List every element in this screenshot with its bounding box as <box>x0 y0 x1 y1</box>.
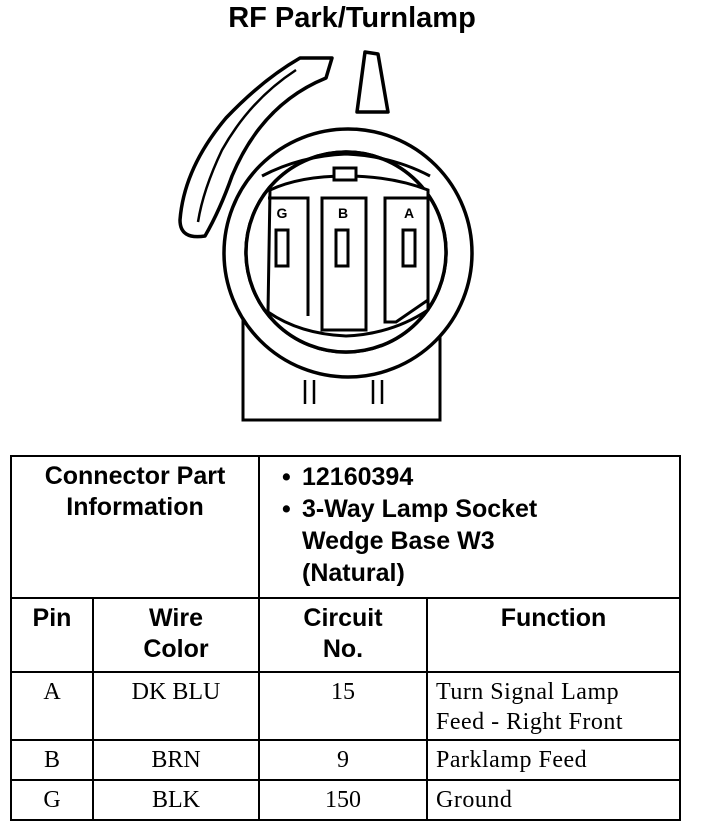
diagram-title: RF Park/Turnlamp <box>228 2 476 34</box>
terminal-cavities <box>268 196 430 332</box>
header-circuit: Circuit No. <box>258 597 428 673</box>
function-line1: Ground <box>436 787 513 813</box>
top-tab <box>355 50 390 114</box>
column-header-row: Pin Wire Color Circuit No. Function <box>10 597 682 673</box>
description-bullet: •3-Way Lamp Socket <box>282 495 538 523</box>
cell-wire-color: BRN <box>92 739 260 781</box>
part-info-label: Connector Part Information <box>10 455 260 599</box>
header-function: Function <box>425 597 682 673</box>
table-row: A DK BLU 15 Turn Signal Lamp Feed - Righ… <box>10 671 682 741</box>
connector-base <box>241 318 442 422</box>
header-wire-line1: Wire <box>149 604 203 632</box>
cell-pin: B <box>10 739 94 781</box>
part-number-bullet: •12160394 <box>282 463 414 491</box>
header-circuit-line1: Circuit <box>303 604 383 632</box>
cell-wire-color: BLK <box>92 779 260 821</box>
cell-pin: A <box>10 671 94 741</box>
function-line2: Feed - Right Front <box>436 709 623 735</box>
cell-function: Parklamp Feed <box>425 739 682 781</box>
pin-label-g: G <box>277 205 288 221</box>
cell-circuit: 9 <box>258 739 428 781</box>
latch-arm <box>178 56 334 239</box>
cell-function: Turn Signal Lamp Feed - Right Front <box>425 671 682 741</box>
part-number: 12160394 <box>302 463 414 491</box>
header-wire-color: Wire Color <box>92 597 260 673</box>
cell-function: Ground <box>425 779 682 821</box>
description-line2: Wedge Base W3 <box>302 527 495 555</box>
cell-pin: G <box>10 779 94 821</box>
function-line1: Turn Signal Lamp <box>436 679 620 705</box>
connector-info-table: Connector Part Information •12160394 •3-… <box>10 455 682 821</box>
header-function-text: Function <box>500 604 607 632</box>
part-info-label-line2: Information <box>66 493 204 521</box>
cell-circuit: 15 <box>258 671 428 741</box>
header-circuit-line2: No. <box>322 635 364 663</box>
terminal-blades <box>274 228 417 268</box>
header-pin: Pin <box>10 597 94 673</box>
part-info-row: Connector Part Information •12160394 •3-… <box>10 455 682 599</box>
pin-label-b: B <box>338 205 348 221</box>
part-info-details: •12160394 •3-Way Lamp Socket Wedge Base … <box>257 455 682 599</box>
table-row: G BLK 150 Ground <box>10 779 682 821</box>
description-line3: (Natural) <box>302 559 405 587</box>
cell-circuit: 150 <box>258 779 428 821</box>
pin-label-a: A <box>404 205 414 221</box>
table-row: B BRN 9 Parklamp Feed <box>10 739 682 781</box>
connector-diagram: G B A <box>178 50 474 422</box>
header-pin-text: Pin <box>32 604 72 632</box>
description-line1: 3-Way Lamp Socket <box>302 495 538 523</box>
header-wire-line2: Color <box>143 635 209 663</box>
part-info-label-line1: Connector Part <box>44 462 226 490</box>
cell-wire-color: DK BLU <box>92 671 260 741</box>
function-line1: Parklamp Feed <box>436 747 588 773</box>
